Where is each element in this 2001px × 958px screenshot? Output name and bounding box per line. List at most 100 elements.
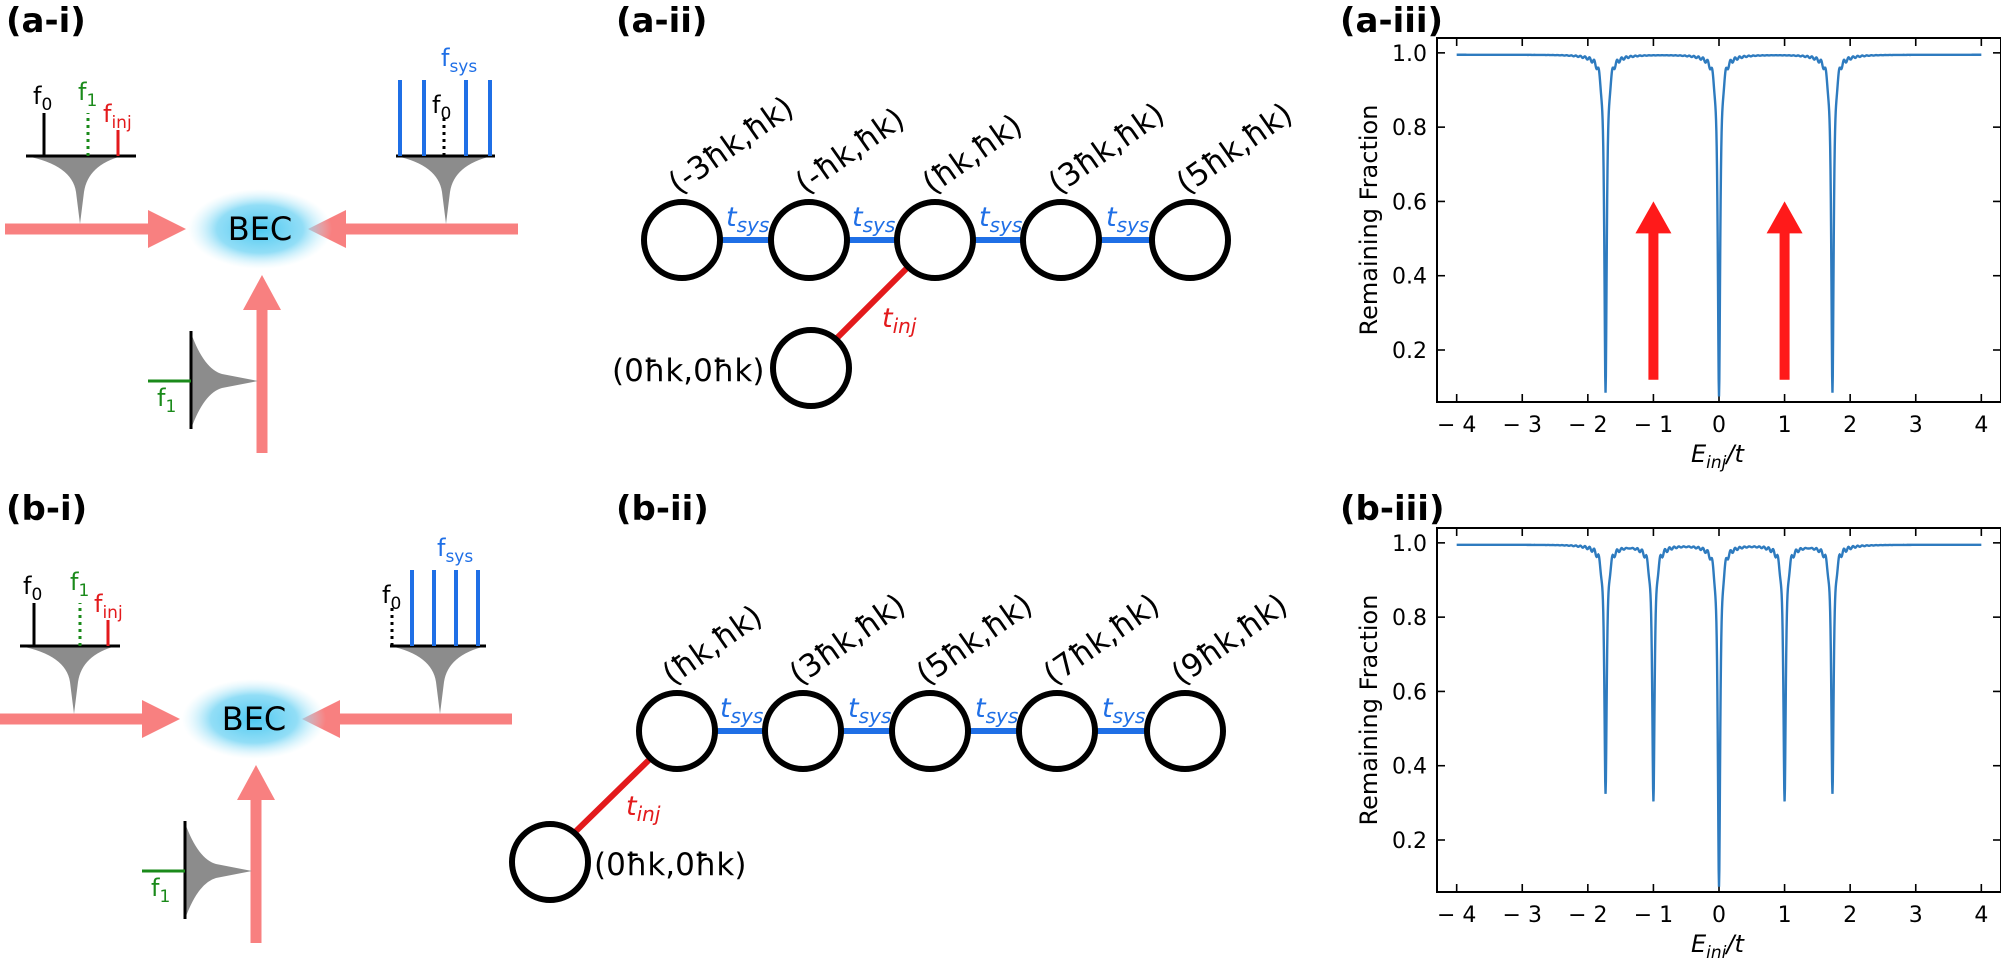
funnel-right-icon	[390, 646, 486, 714]
f1-label-bottom: f1	[151, 874, 170, 907]
bec-label: BEC	[228, 210, 293, 248]
injection-bond	[567, 752, 657, 840]
x-tick-label: − 1	[1634, 903, 1673, 928]
site-label: (3ħk,ħk)	[1042, 96, 1171, 202]
lattice-site	[1020, 199, 1102, 281]
lattice-site	[762, 690, 844, 772]
panel-label-b-i: (b-i)	[6, 489, 87, 529]
annotation-arrows	[1635, 201, 1803, 380]
f1-label-left: f1	[78, 78, 97, 111]
site-label: (-ħk,ħk)	[789, 101, 911, 202]
site-label: (9ħk,ħk)	[1165, 587, 1294, 693]
site-label: (5ħk,ħk)	[1170, 96, 1299, 202]
lattice-site	[641, 199, 723, 281]
x-tick-label: − 2	[1568, 903, 1607, 928]
x-axis-label: Einj/t	[1691, 440, 1745, 473]
lattice-site	[1149, 199, 1231, 281]
site-label: (ħk,ħk)	[916, 107, 1029, 201]
site-label: (-3ħk,ħk)	[662, 90, 801, 202]
x-tick-label: 4	[1974, 903, 1988, 928]
y-tick-label: 0.8	[1392, 116, 1427, 141]
lattice-site	[1016, 690, 1098, 772]
y-tick-label: 0.4	[1392, 265, 1427, 290]
injection-site-label: (0ħk,0ħk)	[594, 847, 746, 883]
y-axis-label: Remaining Fraction	[1355, 595, 1383, 826]
y-tick-label: 0.6	[1392, 680, 1427, 705]
site-label: (5ħk,ħk)	[910, 587, 1039, 693]
tsys-label: tsys	[1106, 202, 1149, 237]
up-arrow-head-icon	[1635, 201, 1672, 234]
injection-site	[509, 821, 591, 903]
x-tick-label: 1	[1778, 413, 1792, 438]
x-tick-label: − 4	[1437, 413, 1476, 438]
f1-label-left: f1	[70, 568, 89, 601]
x-tick-label: − 3	[1503, 903, 1542, 928]
beam-bottom-arrowhead	[237, 765, 275, 800]
y-tick-label: 1.0	[1392, 532, 1427, 557]
lattice-site	[894, 199, 976, 281]
y-tick-label: 0.8	[1392, 606, 1427, 631]
funnel-bottom-icon	[191, 333, 258, 429]
up-arrow-head-icon	[1766, 201, 1803, 234]
f0-label-right: f0	[382, 581, 401, 614]
site-label: (ħk,ħk)	[656, 598, 769, 692]
finj-label-left: finj	[94, 590, 123, 623]
bec-cloud	[188, 189, 332, 269]
f0-label-left: f0	[23, 572, 42, 605]
data-series-remaining-fraction	[1456, 543, 1982, 887]
tsys-label: tsys	[720, 693, 763, 728]
y-tick-labels: 0.20.40.60.81.0	[1392, 42, 1427, 364]
tsys-label: tsys	[852, 202, 895, 237]
x-tick-label: 3	[1909, 413, 1923, 438]
funnel-left-icon	[20, 646, 116, 714]
lattice-b: (ħk,ħk) (3ħk,ħk) (5ħk,ħk) (7ħk,ħk) (9ħk,…	[509, 587, 1294, 903]
finj-label-left: finj	[103, 100, 132, 133]
beam-left-arrowhead	[142, 700, 180, 738]
injection-bond	[827, 262, 913, 348]
f0-label-right: f0	[432, 91, 451, 124]
y-tick-label: 1.0	[1392, 42, 1427, 67]
data-series-remaining-fraction	[1456, 53, 1982, 397]
y-tick-labels: 0.20.40.60.81.0	[1392, 532, 1427, 854]
panel-label-b-ii: (b-ii)	[616, 489, 709, 529]
tinj-label: tinj	[626, 791, 661, 826]
lattice-site	[1144, 690, 1226, 772]
fsys-label: fsys	[437, 534, 473, 567]
x-tick-label: 2	[1843, 413, 1857, 438]
x-tick-label: 4	[1974, 413, 1988, 438]
bec-cloud	[182, 679, 326, 759]
site-label: (3ħk,ħk)	[783, 587, 912, 693]
x-tick-label: 1	[1778, 903, 1792, 928]
lattice-site	[768, 199, 850, 281]
injection-site-label: (0ħk,0ħk)	[612, 353, 764, 389]
bec-label: BEC	[222, 700, 287, 738]
tsys-label: tsys	[979, 202, 1022, 237]
beam-bottom-arrowhead	[243, 275, 281, 310]
lattice-site	[889, 690, 971, 772]
x-tick-label: − 1	[1634, 413, 1673, 438]
lattice-site	[636, 690, 718, 772]
beam-left-arrowhead	[148, 210, 186, 248]
tick-marks	[1437, 38, 2001, 402]
y-axis-label: Remaining Fraction	[1355, 105, 1383, 336]
tsys-label: tsys	[975, 693, 1018, 728]
f0-label-left: f0	[33, 82, 52, 115]
setup-diagram-b: BEC f0 f1 finj f0 fsys f1	[0, 534, 512, 943]
tsys-label: tsys	[726, 202, 769, 237]
x-axis-label: Einj/t	[1691, 930, 1745, 958]
tinj-label: tinj	[882, 303, 917, 338]
x-tick-label: 3	[1909, 903, 1923, 928]
f1-label-bottom: f1	[157, 384, 176, 417]
x-tick-label: − 4	[1437, 903, 1476, 928]
panel-label-a-ii: (a-ii)	[616, 1, 707, 41]
lattice-a: (-3ħk,ħk) (-ħk,ħk) (ħk,ħk) (3ħk,ħk) (5ħk…	[612, 90, 1299, 409]
injection-site	[770, 327, 852, 409]
y-tick-label: 0.6	[1392, 190, 1427, 215]
x-tick-label: 0	[1712, 903, 1726, 928]
setup-diagram-a: BEC f0 f1 finj f0 fsys f1	[5, 44, 518, 453]
funnel-bottom-icon	[185, 823, 252, 919]
